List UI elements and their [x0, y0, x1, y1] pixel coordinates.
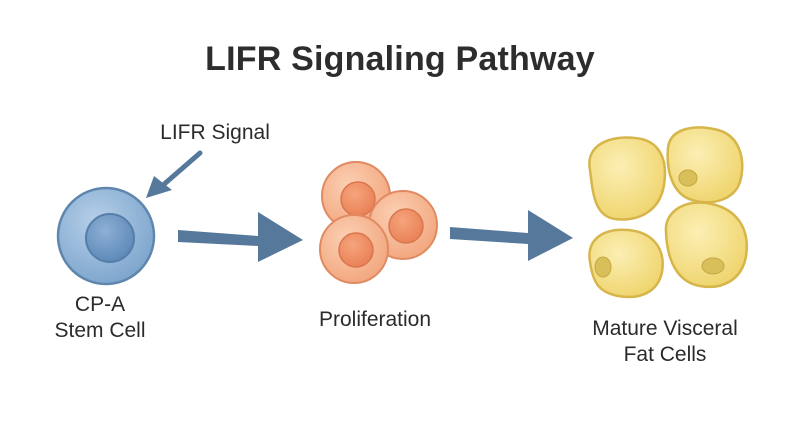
stem-cell-label-line: CP-A: [74, 293, 126, 316]
flow-arrow-1: [178, 212, 303, 262]
proliferating-cell: [319, 214, 389, 284]
fat-cell: [666, 126, 744, 204]
fat-cell: [664, 201, 748, 289]
fat-cell: [588, 136, 667, 221]
diagram-title: LIFR Signaling Pathway: [205, 40, 595, 78]
signal-label: LIFR Signal: [160, 121, 270, 144]
signal-arrow: [146, 150, 203, 198]
proliferating-cells-icon: [319, 161, 438, 284]
stem-cell-label: CP-A Stem Cell: [30, 292, 170, 344]
stem-cell-icon: [56, 186, 156, 286]
proliferation-label: Proliferation: [290, 307, 460, 333]
fat-cell: [588, 228, 664, 299]
fat-cells-label: Mature Visceral Fat Cells: [555, 316, 775, 368]
fat-cells-icon: [588, 126, 748, 299]
fat-cells-label-line: Fat Cells: [623, 343, 707, 366]
fat-cells-label-line: Mature Visceral: [592, 317, 738, 340]
stem-cell-label-line: Stem Cell: [54, 319, 146, 342]
proliferation-label-line: Proliferation: [318, 308, 432, 331]
flow-arrow-2: [450, 210, 573, 261]
